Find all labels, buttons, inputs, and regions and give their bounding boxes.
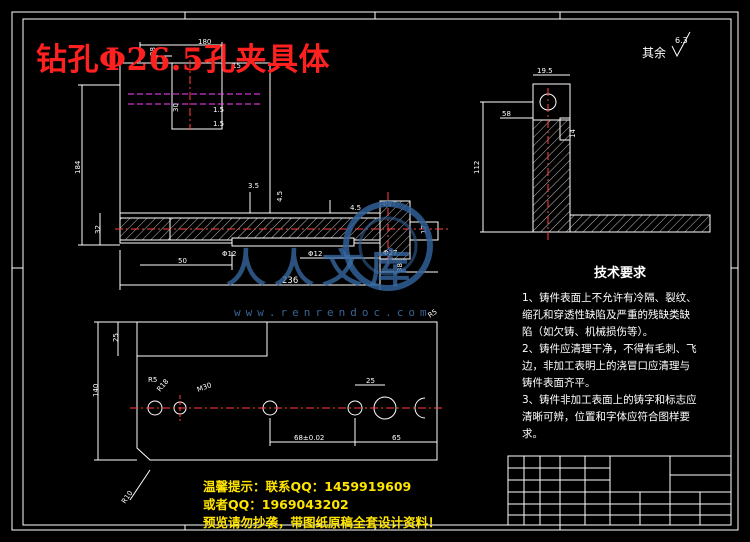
watermark-url: www.renrendoc.com: [234, 306, 432, 319]
dim-3-5: 3.5: [248, 182, 259, 190]
dim-140: 140: [92, 384, 100, 397]
tech-line: 3、铸件非加工表面上的铸字和标志应: [522, 394, 697, 406]
dim-phi12-a: Φ12: [222, 250, 236, 258]
dim-phi27: Φ27: [383, 249, 397, 257]
dim-38-b: 38: [396, 263, 404, 272]
dim-236: 236: [282, 276, 298, 286]
tech-line: 清晰可辨，位置和字体应符合图样要: [522, 411, 690, 423]
tech-requirements-list: 1、铸件表面上不允许有冷隔、裂纹、 缩孔和穿透性缺陷及严重的残缺类缺 陷（如欠铸…: [522, 292, 697, 440]
dim-14: 14: [569, 129, 577, 138]
tech-line: 缩孔和穿透性缺陷及严重的残缺类缺: [522, 309, 690, 321]
dim-r5-b: R5: [427, 308, 439, 320]
drawing-title: 钻孔Φ26.5孔夹具体: [36, 42, 331, 78]
roughness-value: 6.3: [675, 36, 688, 45]
dim-30: 30: [172, 103, 180, 112]
dim-1-5-a: 1.5: [213, 106, 224, 114]
title-block: [507, 455, 732, 526]
dim-38: 38: [149, 47, 157, 56]
dim-50: 50: [178, 257, 187, 265]
dim-58: 58: [502, 110, 511, 118]
right-view-dims: 19.5 58 14 112: [473, 67, 577, 174]
dim-184: 184: [74, 160, 82, 174]
dim-4-5-b: 4.5: [350, 204, 361, 212]
tech-requirements-heading: 技术要求: [594, 266, 647, 281]
dim-112: 112: [473, 161, 481, 174]
dim-m30: M30: [196, 381, 213, 394]
surface-note: 其余: [642, 46, 667, 60]
dim-65: 65: [392, 434, 401, 442]
tech-line: 求。: [522, 428, 543, 440]
tech-line: 2、铸件应清理干净，不得有毛刺、飞: [522, 343, 697, 355]
promo-line-3: 预览请勿抄袭，带图纸原稿全套设计资料！: [203, 515, 441, 530]
dim-32: 32: [94, 225, 102, 234]
bottom-view-dims: 25 140 R5 R18 M30 R5 R10 68±0.02 65 25: [92, 308, 439, 505]
dim-r5: R5: [148, 376, 157, 384]
drawing-frame: [11, 11, 739, 531]
right-view: [480, 74, 711, 240]
dim-180: 180: [198, 38, 211, 46]
watermark-logo: [340, 198, 436, 294]
tech-line: 铸件表面齐平。: [522, 377, 596, 389]
watermark-brand: 人人文库: [226, 245, 418, 292]
dim-4-5: 4.5: [276, 191, 284, 202]
dim-15: 15: [232, 62, 241, 70]
dim-25-b: 25: [366, 377, 375, 385]
promo-line-1: 温馨提示：联系QQ：1459919609: [203, 479, 412, 494]
dim-19-5: 19.5: [537, 67, 553, 75]
promo-line-2: 或者QQ：1969043202: [203, 497, 349, 512]
bottom-view: [94, 321, 445, 501]
tech-line: 陷（如欠铸、机械损伤等）。: [522, 326, 654, 338]
watermark-circle-icon: [343, 201, 433, 291]
tech-line: 1、铸件表面上不允许有冷隔、裂纹、: [522, 292, 697, 304]
top-view: [78, 42, 450, 290]
tech-line: 边，非加工表明上的浇冒口应清理与: [522, 360, 690, 372]
dim-phi12-b: Φ12: [308, 250, 322, 258]
dim-1-5-b: 1.5: [213, 120, 224, 128]
dim-r18: R18: [155, 378, 170, 394]
roughness-symbol: [671, 31, 691, 58]
dim-68: 68±0.02: [294, 434, 324, 442]
dim-25: 25: [112, 333, 120, 342]
